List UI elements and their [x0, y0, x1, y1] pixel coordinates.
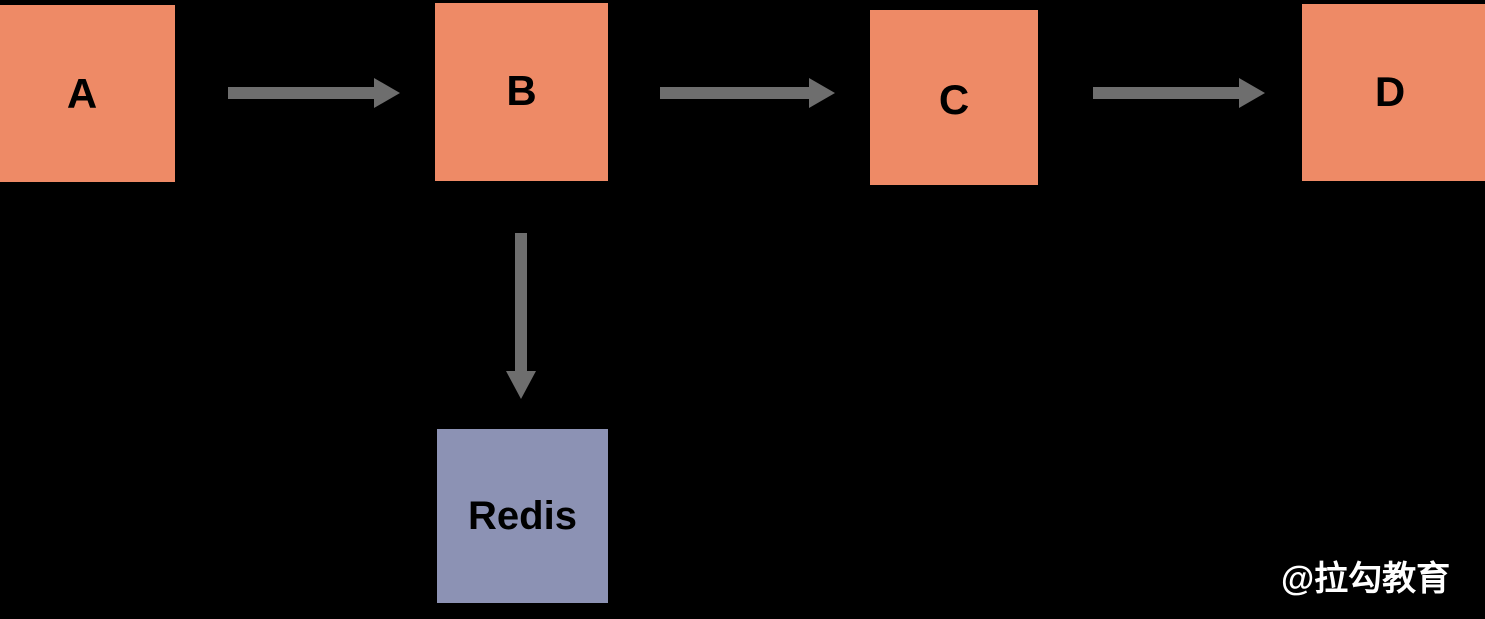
arrow-c-to-d: [1093, 78, 1265, 108]
node-b-label: B: [506, 67, 537, 114]
arrow-a-to-b: [228, 78, 400, 108]
node-redis[interactable]: Redis: [437, 429, 608, 603]
arrow-b-to-redis: [506, 233, 536, 399]
node-redis-label: Redis: [468, 494, 577, 538]
node-d-label: D: [1374, 67, 1406, 115]
node-c-label: C: [938, 75, 970, 123]
watermark: @拉勾教育: [1281, 560, 1451, 598]
node-b[interactable]: B: [435, 3, 608, 181]
node-c[interactable]: C: [870, 10, 1038, 185]
node-a-label: A: [66, 69, 98, 117]
node-d[interactable]: D: [1302, 4, 1485, 181]
arrow-b-to-c: [660, 78, 835, 108]
node-a[interactable]: A: [0, 5, 175, 182]
